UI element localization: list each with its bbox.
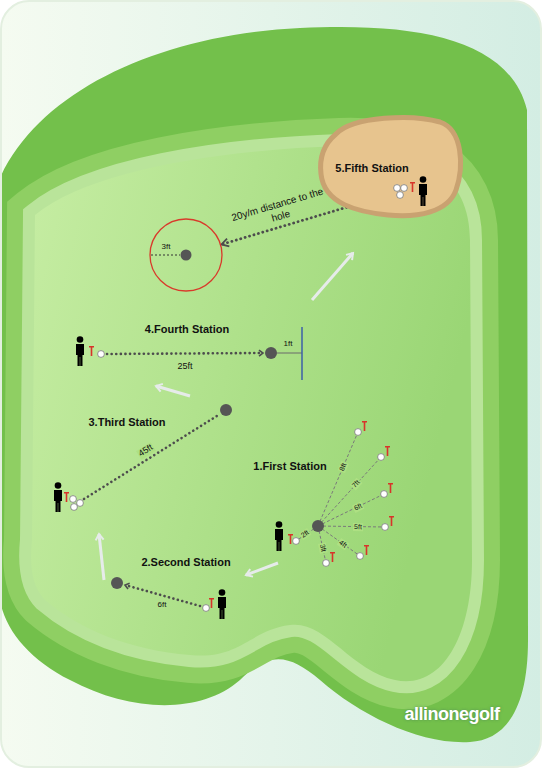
radius-line <box>151 255 180 256</box>
station-title: 4.Fourth Station <box>145 323 229 335</box>
distance-label: 5ft <box>353 523 363 531</box>
watermark: allinonegolf <box>405 705 500 725</box>
station-one <box>275 421 394 566</box>
radius-label: 3ft <box>162 243 171 252</box>
station-title: 1.First Station <box>253 460 326 472</box>
rough <box>1 27 528 742</box>
station-two <box>111 577 226 619</box>
target-ring <box>150 219 222 291</box>
tee-icon <box>410 182 415 192</box>
target-circle: 3ft <box>149 218 223 292</box>
bunker-shape <box>321 118 461 216</box>
station-title: 3.Third Station <box>89 416 166 428</box>
ball-icon <box>394 185 401 192</box>
ball-icon <box>397 192 404 199</box>
fringe-line <box>301 327 303 380</box>
bunker-node: 5.Fifth Station <box>318 112 462 218</box>
distance-label: 1ft <box>284 340 293 349</box>
station-title: 2.Second Station <box>141 556 230 568</box>
person-icon <box>419 176 427 206</box>
arrowhead <box>221 239 229 247</box>
distance-label: 6ft <box>158 601 167 610</box>
hole <box>312 520 324 532</box>
station-three <box>54 404 232 512</box>
circle-outline <box>149 218 223 292</box>
hole <box>181 250 192 261</box>
distance-label: 25ft <box>177 362 192 372</box>
station-title: 5.Fifth Station <box>335 162 408 174</box>
putting-green <box>31 146 472 681</box>
ball-icon <box>401 185 408 192</box>
